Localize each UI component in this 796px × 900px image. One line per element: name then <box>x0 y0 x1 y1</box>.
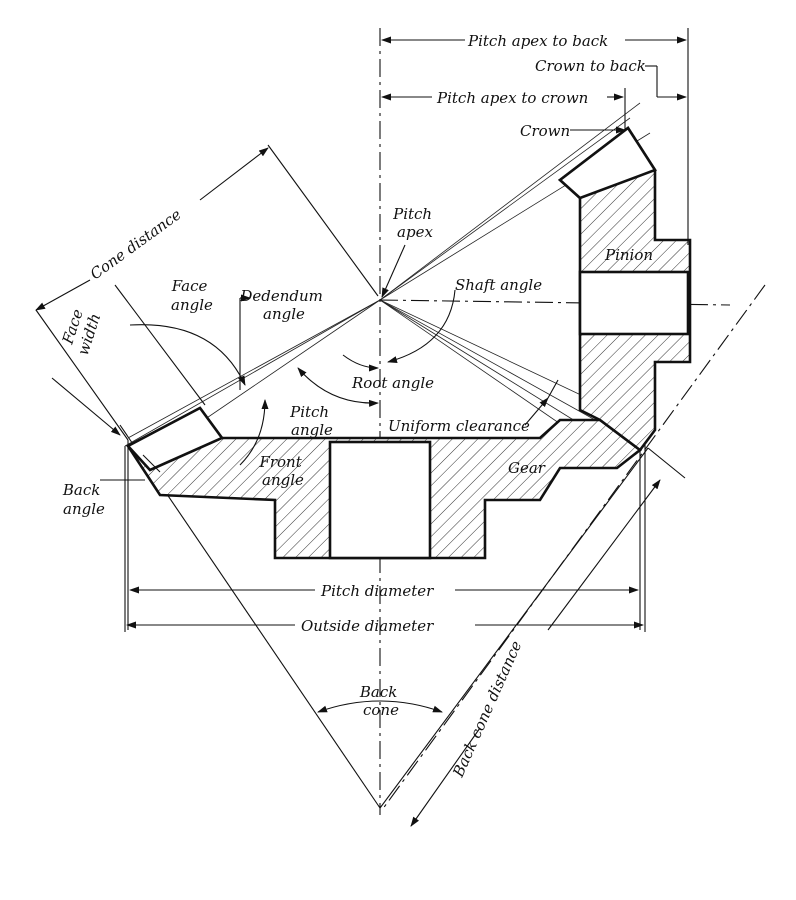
pinion-bore <box>578 270 690 336</box>
label-pitch-apex-line2: apex <box>397 223 433 241</box>
gear-body <box>125 406 643 560</box>
label-dedendum-angle: Dedendum angle <box>239 287 327 323</box>
label-pitch-apex: Pitch apex <box>392 205 437 241</box>
label-cone-distance: Cone distance <box>87 205 185 283</box>
label-back-angle: Back angle <box>62 481 105 518</box>
label-dedendum-angle-line2: angle <box>263 305 305 323</box>
label-face-angle: Face angle <box>171 277 213 314</box>
label-pitch-angle-line2: angle <box>291 421 333 439</box>
label-pitch-angle-line1: Pitch <box>289 403 329 421</box>
label-outside-diameter: Outside diameter <box>301 617 434 635</box>
label-front-angle-line1: Front <box>258 453 302 471</box>
label-face-angle-line1: Face <box>171 277 208 295</box>
label-dedendum-angle-line1: Dedendum <box>239 287 323 305</box>
label-pitch-apex-line1: Pitch <box>392 205 432 223</box>
label-front-angle-line2: angle <box>262 471 304 489</box>
gear-tooth <box>125 406 225 472</box>
label-uniform-clearance: Uniform clearance <box>388 417 530 435</box>
label-front-angle: Front angle <box>258 453 306 489</box>
label-back-cone-line2: cone <box>363 701 399 719</box>
label-gear: Gear <box>508 459 546 477</box>
label-back-cone-distance: Back cone distance <box>449 638 526 781</box>
label-back-angle-line1: Back <box>62 481 100 499</box>
label-pitch-apex-to-back: Pitch apex to back <box>467 32 608 50</box>
label-face-angle-line2: angle <box>171 296 213 314</box>
label-pitch-apex-to-crown: Pitch apex to crown <box>436 89 588 107</box>
label-back-cone: Back cone <box>359 683 402 719</box>
labels: Pitch apex to back Crown to back Pitch a… <box>58 32 653 781</box>
label-shaft-angle: Shaft angle <box>455 276 542 294</box>
pinion-tooth <box>557 126 657 200</box>
label-pitch-angle: Pitch angle <box>289 403 334 439</box>
label-pinion: Pinion <box>604 246 653 264</box>
label-crown-to-back: Crown to back <box>535 57 646 75</box>
pinion-body <box>557 126 692 452</box>
label-back-cone-line1: Back <box>359 683 397 701</box>
label-pitch-diameter: Pitch diameter <box>320 582 434 600</box>
back-cone-line-right <box>379 447 649 809</box>
dimension-lines <box>35 28 689 827</box>
label-back-angle-line2: angle <box>63 500 105 518</box>
label-root-angle: Root angle <box>351 374 434 392</box>
gear-bore <box>328 440 432 560</box>
label-crown: Crown <box>520 122 570 140</box>
